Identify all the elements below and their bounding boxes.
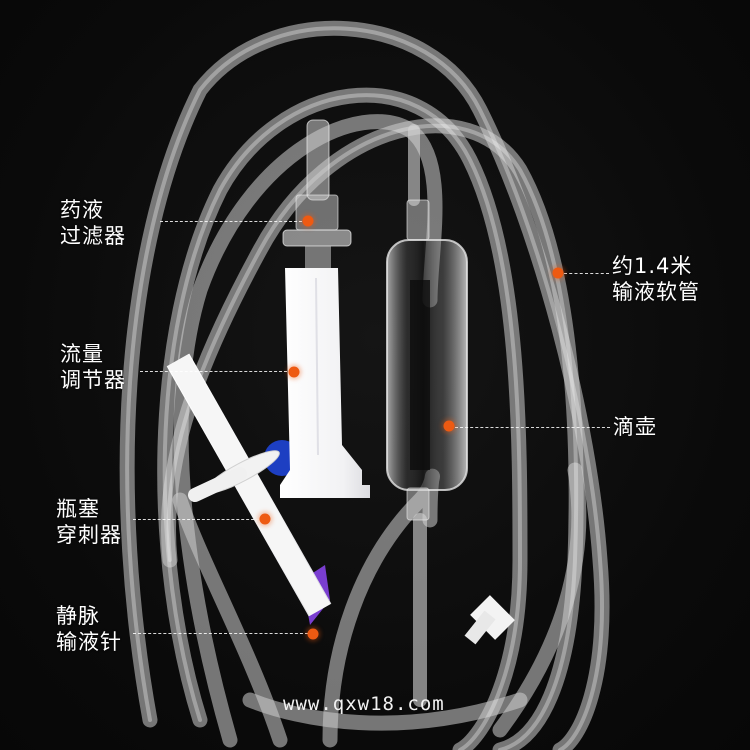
tubing — [119, 20, 610, 750]
marker-dot-drip-chamber — [443, 420, 455, 432]
leader-line-spike — [133, 519, 259, 520]
leader-line-regulator — [140, 371, 287, 372]
marker-dot-tubing — [552, 267, 564, 279]
callout-label-filter: 药液 过滤器 — [60, 198, 126, 248]
leader-line-drip-chamber — [455, 427, 610, 428]
marker-dot-spike — [259, 513, 271, 525]
leader-line-filter — [160, 221, 307, 222]
callout-label-spike: 瓶塞 穿刺器 — [56, 497, 122, 547]
callout-label-regulator: 流量 调节器 — [60, 342, 126, 392]
end-cap-part — [464, 595, 515, 645]
callout-label-drip-chamber: 滴壶 — [613, 415, 657, 439]
callout-label-tubing: 约1.4米 输液软管 — [612, 254, 700, 304]
drip-chamber-part — [386, 199, 468, 521]
bottle-spike-part — [166, 353, 332, 625]
flow-regulator-part — [264, 268, 370, 498]
leader-line-needle — [133, 633, 308, 634]
marker-dot-needle — [307, 628, 319, 640]
filter-part — [282, 119, 352, 268]
watermark-text: www.qxw18.com — [283, 693, 445, 715]
marker-dot-filter — [302, 215, 314, 227]
callout-label-needle: 静脉 输液针 — [56, 604, 122, 654]
leader-line-tubing — [564, 273, 609, 274]
marker-dot-regulator — [288, 366, 300, 378]
